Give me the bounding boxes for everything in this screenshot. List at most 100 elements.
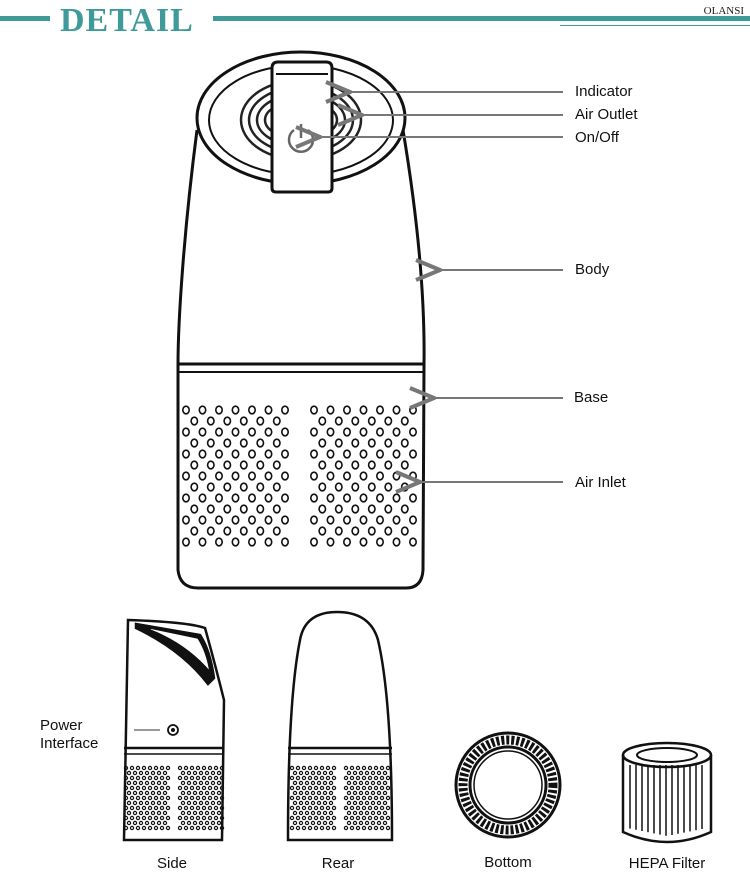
vent-hole — [367, 775, 373, 781]
vent-hole — [310, 820, 316, 826]
vent-hole — [370, 810, 376, 816]
vent-hole — [183, 785, 189, 791]
vent-hole — [162, 770, 168, 776]
vent-hole — [392, 537, 401, 547]
vent-hole — [189, 765, 195, 771]
vent-hole — [144, 780, 150, 786]
label-base: Base — [574, 389, 609, 406]
vent-hole — [272, 438, 281, 448]
vent-hole — [231, 405, 240, 415]
vent-hole — [138, 800, 144, 806]
vent-hole — [373, 785, 379, 791]
vent-hole — [295, 785, 301, 791]
vent-hole — [310, 780, 316, 786]
vent-hole — [379, 825, 385, 831]
vent-hole — [123, 805, 129, 811]
vent-hole — [325, 805, 331, 811]
vent-hole — [325, 825, 331, 831]
vent-hole — [316, 780, 322, 786]
vent-hole — [319, 805, 325, 811]
vent-hole — [331, 825, 337, 831]
rear-inlet-holes — [289, 765, 391, 831]
vent-hole — [248, 537, 257, 547]
caption-bottom: Bottom — [484, 854, 532, 871]
vent-hole — [239, 460, 248, 470]
vent-hole — [313, 815, 319, 821]
vent-hole — [141, 825, 147, 831]
vent-hole — [210, 780, 216, 786]
vent-hole — [213, 805, 219, 811]
vent-hole — [298, 780, 304, 786]
vent-hole — [198, 800, 204, 806]
vent-hole — [318, 460, 327, 470]
label-air-outlet: Air Outlet — [575, 106, 638, 123]
vent-hole — [342, 493, 351, 503]
vent-hole — [195, 805, 201, 811]
vent-hole — [382, 780, 388, 786]
vent-hole — [304, 780, 310, 786]
vent-hole — [373, 795, 379, 801]
vent-hole — [367, 815, 373, 821]
vent-hole — [206, 416, 215, 426]
vent-hole — [373, 775, 379, 781]
vent-hole — [382, 770, 388, 776]
vent-hole — [392, 427, 401, 437]
vent-hole — [349, 775, 355, 781]
vent-hole — [280, 405, 289, 415]
vent-hole — [190, 438, 199, 448]
vent-hole — [182, 471, 191, 481]
vent-hole — [379, 765, 385, 771]
label-on-off: On/Off — [575, 129, 619, 146]
vent-hole — [132, 780, 138, 786]
vent-hole — [129, 795, 135, 801]
vent-hole — [165, 815, 171, 821]
vent-hole — [322, 790, 328, 796]
hepa-filter — [621, 741, 713, 844]
vent-hole — [147, 825, 153, 831]
caption-side: Side — [156, 855, 188, 872]
vent-hole — [400, 482, 409, 492]
vent-hole — [138, 810, 144, 816]
vent-hole — [328, 790, 334, 796]
vent-hole — [346, 790, 352, 796]
vent-hole — [215, 493, 224, 503]
vent-hole — [379, 785, 385, 791]
vent-hole — [156, 780, 162, 786]
vent-hole — [326, 493, 335, 503]
vent-hole — [289, 825, 295, 831]
vent-hole — [190, 504, 199, 514]
vent-hole — [138, 820, 144, 826]
vent-hole — [384, 460, 393, 470]
vent-hole — [364, 780, 370, 786]
vent-hole — [326, 449, 335, 459]
vent-hole — [384, 526, 393, 536]
vent-hole — [210, 770, 216, 776]
vent-hole — [126, 770, 132, 776]
vent-hole — [309, 449, 318, 459]
vent-hole — [201, 805, 207, 811]
vent-hole — [370, 790, 376, 796]
vent-hole — [264, 537, 273, 547]
vent-hole — [147, 795, 153, 801]
vent-hole — [298, 790, 304, 796]
vent-hole — [204, 780, 210, 786]
vent-hole — [280, 537, 289, 547]
vent-hole — [364, 800, 370, 806]
vent-hole — [351, 482, 360, 492]
vent-hole — [180, 780, 186, 786]
vent-hole — [213, 815, 219, 821]
vent-hole — [359, 515, 368, 525]
vent-hole — [153, 775, 159, 781]
vent-hole — [342, 427, 351, 437]
vent-hole — [180, 810, 186, 816]
vent-hole — [165, 795, 171, 801]
vent-hole — [219, 775, 225, 781]
vent-hole — [129, 815, 135, 821]
vent-hole — [126, 780, 132, 786]
vent-hole — [280, 427, 289, 437]
vent-hole — [322, 770, 328, 776]
vent-hole — [375, 515, 384, 525]
vent-hole — [198, 790, 204, 796]
vent-hole — [307, 785, 313, 791]
vent-hole — [216, 770, 222, 776]
